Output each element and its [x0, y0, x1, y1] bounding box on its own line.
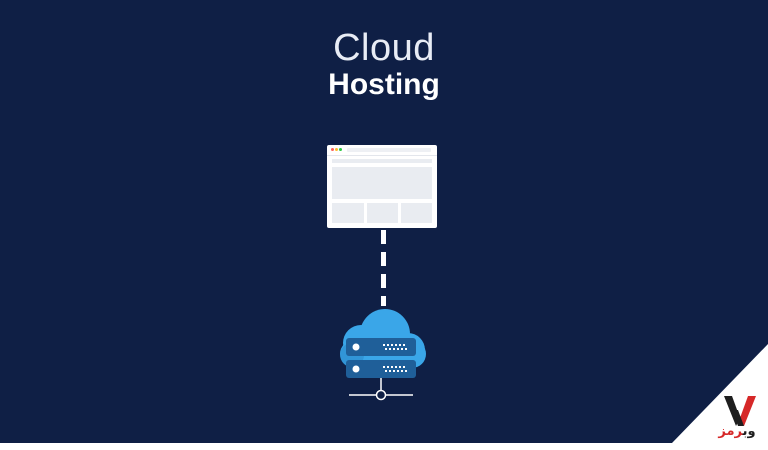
browser-hero-block	[332, 167, 432, 199]
server-unit-bottom	[346, 360, 416, 378]
browser-title-bar	[327, 145, 437, 156]
server-led-icon	[352, 343, 360, 351]
server-led-icon	[352, 365, 360, 373]
browser-nav-block	[332, 159, 432, 163]
logo-text-red: رمز	[718, 424, 743, 439]
browser-window-icon	[327, 145, 437, 228]
browser-dot-yellow	[335, 148, 338, 151]
browser-url-bar	[347, 148, 431, 152]
logo-text-black: وب	[742, 424, 756, 439]
browser-dot-green	[339, 148, 342, 151]
server-unit-top	[346, 338, 416, 356]
title-hosting: Hosting	[328, 68, 440, 101]
browser-card-block	[367, 203, 398, 223]
logo-text: وبرمز	[708, 424, 766, 440]
network-node-icon	[349, 378, 413, 401]
title-cloud: Cloud	[333, 27, 435, 69]
webramz-logo	[724, 396, 756, 426]
dashed-connector	[381, 230, 386, 306]
browser-card-block	[332, 203, 364, 223]
browser-dot-red	[331, 148, 334, 151]
browser-card-block	[401, 203, 432, 223]
